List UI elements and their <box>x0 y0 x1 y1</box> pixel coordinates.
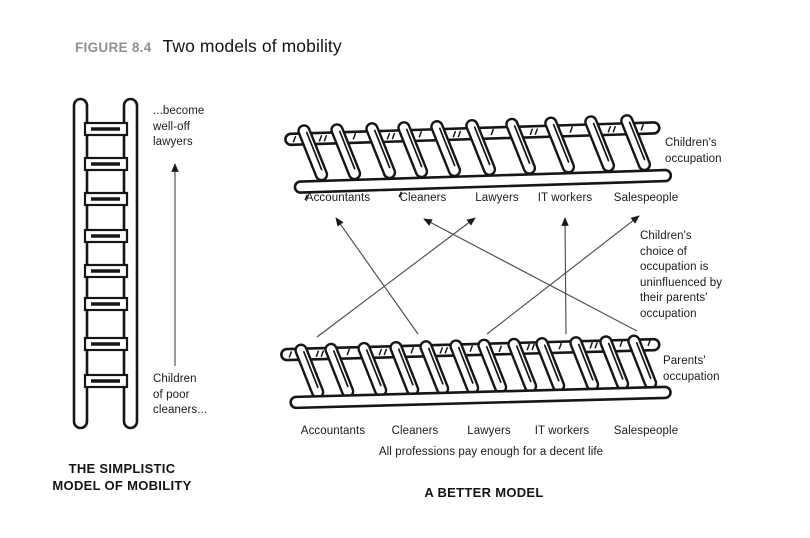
better-model-caption: A BETTER MODEL <box>424 485 544 500</box>
children-occupation-it-workers: IT workers <box>537 192 593 204</box>
parents-ladder-label: Parents' occupation <box>663 355 720 383</box>
simplistic-ladder-graphic <box>72 97 139 430</box>
parents-occupation-salespeople: Salespeople <box>613 425 679 437</box>
children-occupation-accountants: Accountants <box>305 192 371 204</box>
children-occupation-salespeople: Salespeople <box>613 192 679 204</box>
parents-ladder-graphic <box>280 334 672 410</box>
children-ladder-graphic <box>284 114 673 201</box>
simplistic-bottom-annotation: Children of poor cleaners... <box>153 373 208 416</box>
arrow-cleaners-to-accountants <box>335 217 419 335</box>
parents-occupation-it-workers: IT workers <box>534 425 590 437</box>
parents-occupation-lawyers: Lawyers <box>467 425 511 437</box>
parents-occupation-accountants: Accountants <box>300 425 366 437</box>
arrow-salespeople-to-cleaners <box>423 218 638 332</box>
figure-title: Two models of mobility <box>162 36 342 56</box>
figure-number-label: FIGURE 8.4 <box>75 40 152 55</box>
figure-heading: FIGURE 8.4 Two models of mobility <box>75 36 342 57</box>
uninfluenced-side-note: Children's choice of occupation is uninf… <box>640 230 723 320</box>
ladder-rungs <box>297 114 652 182</box>
arrow-it-workers-to-it-workers <box>561 217 569 335</box>
parents-occupation-cleaners: Cleaners <box>391 425 439 437</box>
simplistic-top-annotation: ...become well-off lawyers <box>153 105 205 148</box>
ladder-rungs <box>83 121 129 389</box>
ladder-rungs <box>294 334 658 399</box>
children-ladder-label: Children's occupation <box>665 137 722 165</box>
arrow-accountants-to-lawyers <box>316 217 476 338</box>
arrow-lawyers-to-salespeople <box>486 215 640 335</box>
bottom-note: All professions pay enough for a decent … <box>378 446 604 458</box>
children-occupation-lawyers: Lawyers <box>475 192 519 204</box>
simplistic-model-caption: THE SIMPLISTIC MODEL OF MOBILITY <box>52 461 192 493</box>
children-occupation-cleaners: Cleaners <box>399 192 447 204</box>
